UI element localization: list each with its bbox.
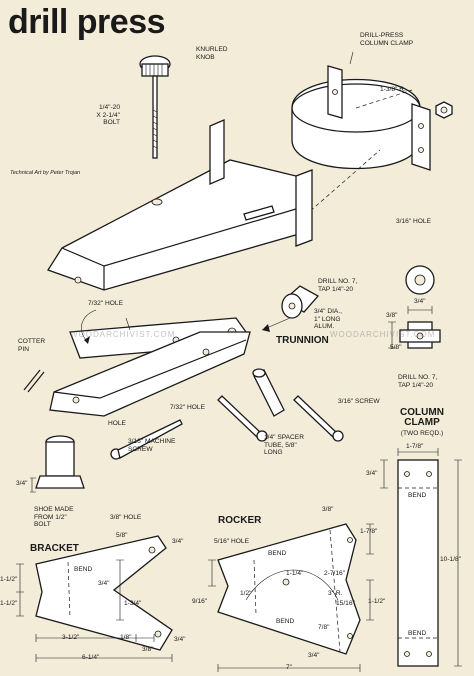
machine-screw (110, 419, 183, 460)
dim-clamp-bend-top: BEND (408, 492, 427, 499)
label-radius: 1-3/8" R. (380, 86, 406, 93)
nut (435, 101, 453, 119)
heading-column-clamp: COLUMN CLAMP (400, 407, 444, 428)
shoe-bolt (30, 435, 85, 493)
dim-rocker-bend-bot: BEND (276, 618, 295, 625)
dim-rocker-3r: 3" R. (328, 590, 343, 597)
dim-bracket-1-12a: 1-1/2" (0, 576, 18, 583)
dim-clamp-10-18: 10-1/8" (440, 556, 462, 563)
dim-rocker-34: 3/4" (308, 652, 320, 659)
label-screw-316: 3/16" SCREW (338, 398, 380, 405)
trunnion-end-view (388, 265, 441, 349)
label-spacer: 1/4" SPACER TUBE, 5/8" LONG (264, 434, 304, 456)
dim-bracket-58: 5/8" (116, 532, 128, 539)
heading-bracket: BRACKET (30, 543, 79, 554)
cotter-pin (23, 317, 131, 393)
label-hole-732-mid: 7/32" HOLE (170, 404, 205, 411)
watermark-text: WOODARCHIVIST.COM (70, 330, 176, 339)
dim-bracket-bend: BEND (74, 566, 93, 573)
bolt-316 (293, 395, 344, 442)
label-trunnion-dim-34: 3/4" (414, 298, 426, 305)
label-trunnion-dim-38: 3/8" (386, 312, 398, 319)
label-column-clamp-sub: (TWO REQD.) (400, 430, 444, 437)
dim-rocker-12: 1/2" (240, 590, 252, 597)
dim-rocker-9-16: 9/16" (192, 598, 208, 605)
dim-bracket-hole-38: 3/8" HOLE (110, 514, 142, 521)
clamp-tab-right (411, 103, 431, 171)
label-trunnion-dim-58: 5/8" (390, 344, 402, 351)
label-column-clamp: DRILL-PRESS COLUMN CLAMP (360, 32, 414, 47)
rocker-flat (208, 523, 374, 672)
label-knurled-knob: KNURLED KNOB (196, 46, 228, 61)
dim-bracket-1-34: 1-3/4" (124, 600, 142, 607)
long-screw (217, 395, 268, 442)
rocker-arm (49, 331, 251, 417)
dim-bracket-34-bot: 3/4" (174, 636, 186, 643)
dim-bracket-34-mid: 3/4" (98, 580, 110, 587)
column-clamp-band (291, 51, 431, 221)
dim-rocker-78: 7/8" (318, 624, 330, 631)
watermark-text: WOODARCHIVIST.COM (330, 330, 436, 339)
dim-bracket-6-14: 6-1/4" (82, 654, 100, 661)
dim-rocker-1-14: 1-1/4" (286, 570, 304, 577)
label-hole: HOLE (108, 420, 126, 427)
knurled-knob-assembly (139, 55, 171, 159)
label-drill-no7-bot: DRILL NO. 7, TAP 1/4"-20 (398, 374, 438, 389)
dim-rocker-7: 7" (286, 664, 293, 671)
dim-rocker-bend-top: BEND (268, 550, 287, 557)
dim-rocker-15-16: 15/16" (336, 600, 355, 607)
bracket-flat (16, 535, 173, 662)
label-drill-no7-top: DRILL NO. 7, TAP 1/4"-20 (318, 278, 358, 293)
bracket-arm (47, 119, 313, 291)
label-hole-732-top: 7/32" HOLE (88, 300, 123, 307)
label-hole-316-top: 3/16" HOLE (396, 218, 431, 225)
label-alum: 3/4" DIA., 1" LONG ALUM. (314, 308, 342, 330)
arm-bolt (243, 205, 275, 221)
spacer-tube (252, 368, 285, 417)
dim-rocker-1-12: 1-1/2" (368, 598, 386, 605)
credit-text: Technical Art by Peter Trojan (10, 170, 81, 176)
aluminum-trunnion-pivot (281, 285, 320, 319)
label-machine-screw: 3/16" MACHINE SCREW (128, 438, 176, 453)
dim-bracket-34-top: 3/4" (172, 538, 184, 545)
dim-bracket-18: 1/8" (120, 634, 132, 641)
label-bolt: 1/4"-20 x 2-1/4" BOLT (96, 104, 120, 126)
column-clamp-flat (380, 448, 462, 667)
dim-clamp-1-78: 1-7/8" (406, 443, 424, 450)
page-title: drill press (8, 3, 166, 41)
dim-rocker-2-716: 2-7/16" (324, 570, 346, 577)
dim-bracket-1-12b: 1-1/2" (0, 600, 18, 607)
dim-bracket-38: 3/8" (142, 646, 154, 653)
dim-bracket-3-12: 3-1/2" (62, 634, 80, 641)
dim-rocker-38: 3/8" (322, 506, 334, 513)
dim-clamp-34: 3/4" (366, 470, 378, 477)
label-cotter-pin: COTTER PIN (18, 338, 46, 353)
heading-rocker: ROCKER (218, 515, 262, 526)
heading-trunnion: TRUNNION (276, 335, 329, 346)
label-shoe: SHOE MADE FROM 1/2" BOLT (34, 506, 74, 528)
dim-rocker-1-78: 1-7/8" (360, 528, 378, 535)
label-shoe-dim: 3/4" (16, 480, 28, 487)
dim-rocker-hole-516: 5/16" HOLE (214, 538, 249, 545)
dim-clamp-bend-bot: BEND (408, 630, 427, 637)
